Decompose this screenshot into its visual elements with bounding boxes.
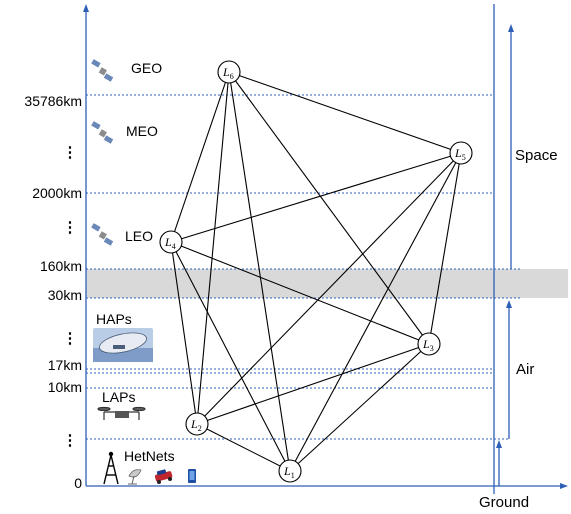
geo-label: GEO [131, 60, 162, 76]
ellipsis-icon: ⋮ [63, 330, 78, 347]
x-axis-arrow [560, 483, 568, 489]
link-L2-L6 [196, 71, 230, 425]
altitude-0: 0 [74, 475, 82, 491]
node-label: L4 [164, 235, 176, 251]
ellipsis-icon: ⋮ [63, 219, 78, 236]
node-circle [159, 230, 183, 254]
y-axis-arrow [83, 4, 89, 12]
atmosphere-band [86, 269, 568, 298]
node-label: L2 [190, 417, 202, 433]
altitude-17km: 17km [48, 357, 82, 373]
hetnets-label: HetNets [124, 448, 175, 464]
ellipsis-icon: ⋮ [63, 432, 78, 449]
node-L4: L4 [159, 230, 183, 254]
node-label: L3 [422, 337, 434, 353]
ground-label: Ground [479, 494, 529, 511]
laps-label: LAPs [102, 389, 135, 405]
link-L2-L4 [170, 241, 198, 425]
air-label: Air [516, 361, 534, 378]
node-L2: L2 [185, 412, 209, 436]
network-nodes: L1 L2 L3 L4 L5 L6 [159, 60, 473, 483]
altitude-30km: 30km [48, 287, 82, 303]
altitude-labels: 35786km 2000km 160km 30km 17km 10km 0 [24, 93, 82, 491]
node-L5: L5 [449, 141, 473, 165]
satellite-icon [91, 223, 114, 246]
link-L1-L4 [170, 241, 291, 472]
cell-tower-icon [103, 451, 119, 485]
link-L3-L4 [170, 241, 430, 345]
node-label: L5 [454, 146, 466, 162]
phone-icon [188, 469, 196, 483]
node-label: L6 [222, 65, 234, 81]
link-L1-L5 [289, 152, 462, 472]
air-arrow-head [506, 300, 512, 308]
link-L1-L2 [196, 423, 291, 472]
drone-icon [97, 406, 146, 420]
link-L1-L3 [289, 343, 430, 472]
altitude-lines [86, 94, 520, 440]
node-circle [185, 412, 209, 436]
node-L1: L1 [278, 459, 302, 483]
link-L4-L5 [170, 152, 462, 243]
altitude-2000km: 2000km [32, 185, 82, 201]
link-L3-L6 [228, 71, 430, 345]
link-L3-L5 [428, 152, 462, 345]
altitude-160km: 160km [40, 258, 82, 274]
link-L2-L3 [196, 343, 430, 425]
space-label: Space [515, 147, 558, 164]
node-L6: L6 [217, 60, 241, 84]
satellite-dish-icon [128, 469, 142, 485]
node-circle [217, 60, 241, 84]
vertical-ellipses: ⋮ ⋮ ⋮ ⋮ [63, 144, 78, 449]
altitude-35786km: 35786km [24, 93, 82, 109]
region-brackets [496, 24, 514, 486]
altitude-10km: 10km [48, 379, 82, 395]
hap-airship-icon [93, 328, 153, 362]
ellipsis-icon: ⋮ [63, 144, 78, 161]
space-arrow-head [508, 24, 514, 32]
node-L3: L3 [417, 332, 441, 356]
leo-label: LEO [125, 228, 153, 244]
node-circle [278, 459, 302, 483]
node-circle [449, 141, 473, 165]
link-L2-L5 [196, 152, 462, 425]
haps-label: HAPs [96, 311, 132, 327]
node-circle [417, 332, 441, 356]
network-links [170, 71, 462, 472]
node-label: L1 [283, 464, 295, 480]
axes [83, 4, 568, 494]
satellite-icon [91, 121, 114, 144]
meo-label: MEO [126, 123, 158, 139]
link-L4-L6 [170, 71, 230, 243]
car-icon [154, 469, 173, 484]
ground-arrow-head [496, 440, 502, 448]
satellite-icon [91, 59, 114, 82]
link-L5-L6 [228, 71, 462, 154]
link-L1-L6 [228, 71, 291, 472]
